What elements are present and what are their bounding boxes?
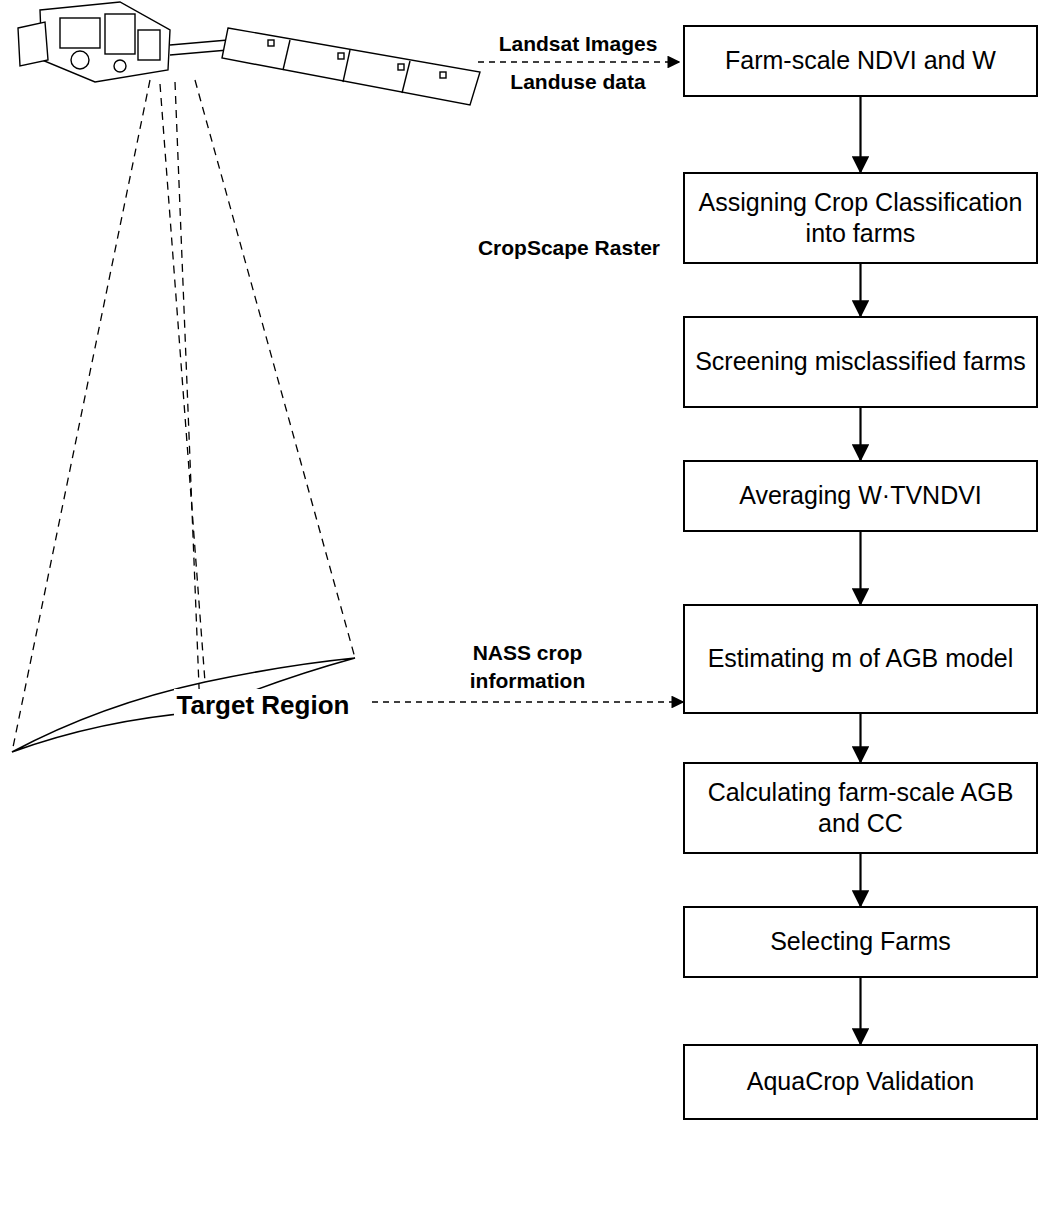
node-text: AquaCrop Validation bbox=[747, 1066, 974, 1097]
node-text: Farm-scale NDVI and W bbox=[725, 45, 996, 76]
flow-arrow bbox=[859, 97, 861, 172]
node-text: Calculating farm-scale AGB and CC bbox=[695, 777, 1026, 840]
process-box: AquaCrop Validation bbox=[683, 1044, 1038, 1120]
process-box: Selecting Farms bbox=[683, 906, 1038, 978]
node-text: Target Region bbox=[174, 689, 353, 722]
region-label: Target Region bbox=[158, 686, 368, 724]
input-label: CropScape Raster bbox=[440, 234, 660, 261]
process-box: Estimating m of AGB model bbox=[683, 604, 1038, 714]
node-text: Screening misclassified farms bbox=[695, 346, 1026, 377]
node-text: Averaging W·TVNDVI bbox=[739, 480, 982, 511]
dashed-arrow bbox=[372, 701, 683, 703]
flow-arrow bbox=[859, 264, 861, 316]
satellite bbox=[18, 2, 480, 105]
data-arrow bbox=[478, 61, 679, 63]
input-label: Landuse data bbox=[488, 68, 668, 95]
process-box: Farm-scale NDVI and W bbox=[683, 25, 1038, 97]
edge-label: NASS crop information bbox=[438, 639, 618, 694]
process-box: Averaging W·TVNDVI bbox=[683, 460, 1038, 532]
view-cone bbox=[12, 80, 355, 752]
node-text: Assigning Crop Classification into farms bbox=[695, 187, 1026, 250]
flow-arrow bbox=[859, 532, 861, 604]
process-box: Screening misclassified farms bbox=[683, 316, 1038, 408]
node-text: Estimating m of AGB model bbox=[708, 643, 1014, 674]
process-box: Assigning Crop Classification into farms bbox=[683, 172, 1038, 264]
flow-arrow bbox=[859, 408, 861, 460]
footprint-outline bbox=[12, 658, 355, 752]
process-box: Calculating farm-scale AGB and CC bbox=[683, 762, 1038, 854]
flow-arrow bbox=[859, 714, 861, 762]
input-label: Landsat Images bbox=[488, 30, 668, 57]
flow-arrow bbox=[859, 854, 861, 906]
node-text: Selecting Farms bbox=[770, 926, 951, 957]
flow-arrow bbox=[859, 978, 861, 1044]
